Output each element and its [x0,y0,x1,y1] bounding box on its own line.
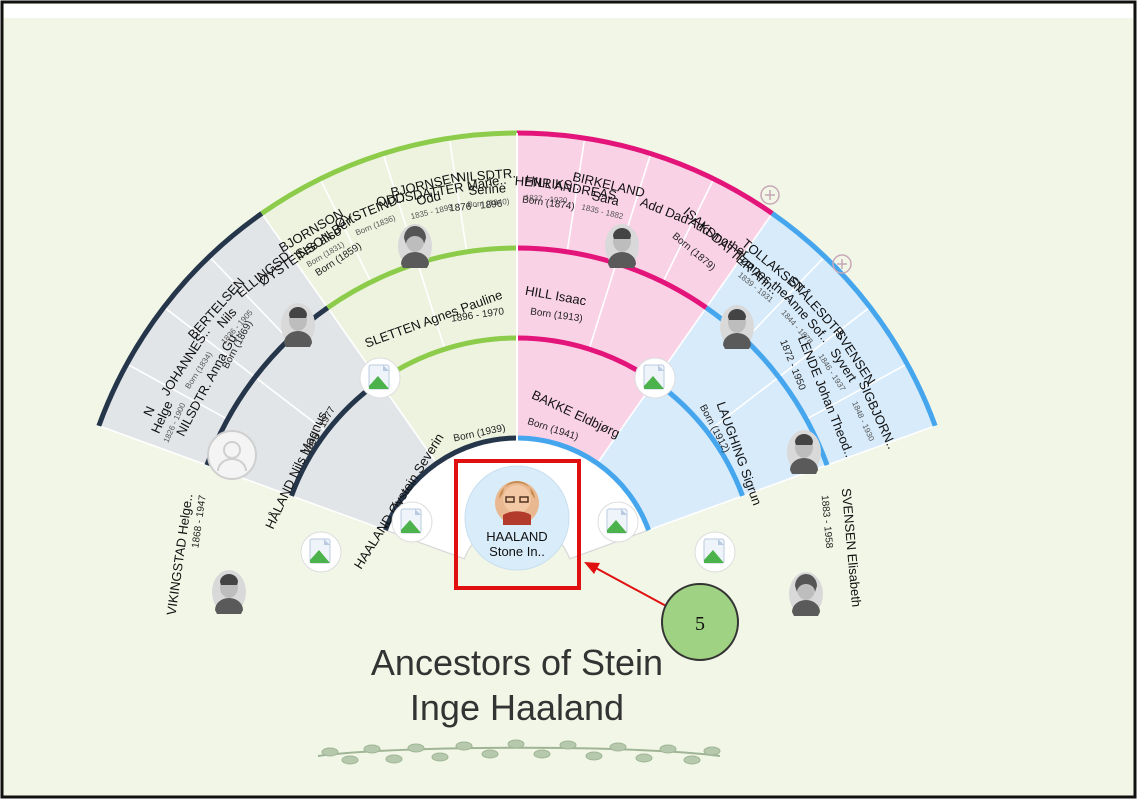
g3-4-portrait-icon[interactable] [398,224,432,268]
g4-pgf-arc [260,130,518,216]
callout-arrowhead [584,562,600,574]
g3-4-dates: 1876 - 1896 [449,199,504,215]
photos [207,224,823,616]
callout-number: 5 [695,613,705,635]
g3-7-portrait-icon[interactable] [787,430,821,474]
callout-arrow [593,566,669,608]
mgm-photo-placeholder-icon[interactable] [694,531,736,573]
center-person-name-line2: Stone In.. [489,544,545,559]
g4-mgm-arc [770,211,938,427]
g4-mgf-arc [516,130,774,216]
add-mother-plus-icon[interactable] [832,254,852,274]
g4-pgm-arc [96,211,264,427]
g4-name-line1: NILSDTR. [456,165,516,184]
g3-5-portrait-icon[interactable] [605,224,639,268]
g4-name-line2: Odd [415,188,442,208]
chart-title-line1: Ancestors of Stein [371,642,663,683]
pgm-photo-placeholder-icon[interactable] [300,531,342,573]
center-person-avatar[interactable] [495,481,539,525]
highlight-box [454,459,581,590]
laurel-ornament [317,739,721,765]
mgf-photo-placeholder-icon[interactable] [634,357,676,399]
g3-8-dates: 1883 - 1958 [819,495,835,550]
g3-3-portrait-icon[interactable] [281,303,315,347]
g3-8-portrait-icon[interactable] [789,572,823,616]
g4-person-9[interactable]: HENRIKS..1837 - 1920 [513,173,580,206]
father-photo-placeholder-icon[interactable] [391,501,433,543]
add-dad-plus-icon[interactable] [760,185,780,205]
g3-1-portrait-icon[interactable] [212,570,246,614]
callout-badge [661,583,739,661]
g3-6-portrait-icon[interactable] [720,305,754,349]
chart-border-inner [4,4,1133,18]
pgf-photo-placeholder-icon[interactable] [359,357,401,399]
g4-dates: Born (1840) [467,197,510,209]
g4-name-line2: Sara [590,188,621,209]
g3-2-avatar-icon[interactable] [207,430,257,480]
mother-branch-arc [516,435,651,531]
father-branch-arc [383,435,518,531]
g4-name-line1: HENRIKS.. [514,173,580,193]
g4-name-line2: Serine [468,180,507,198]
g4-dates: 1837 - 1920 [524,193,568,205]
chart-title-line2: Inge Haaland [410,687,624,728]
center-person-name-line1: HAALAND [486,529,547,544]
mother-photo-placeholder-icon[interactable] [597,501,639,543]
